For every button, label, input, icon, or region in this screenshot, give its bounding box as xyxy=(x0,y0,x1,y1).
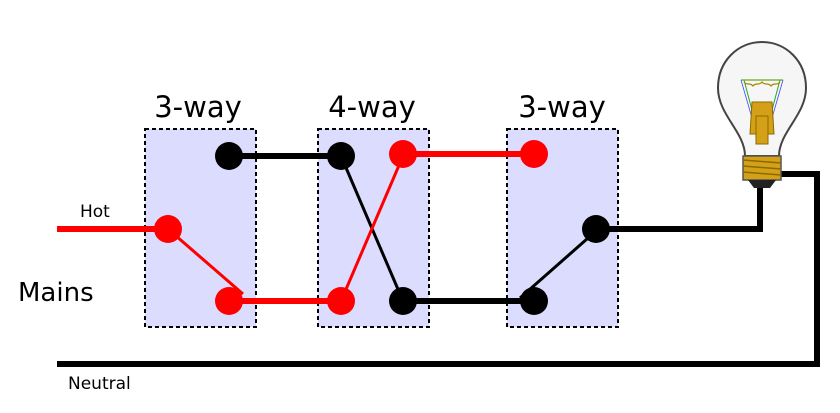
switch-left-lever xyxy=(167,227,244,296)
terminal-middle-bottom-left xyxy=(327,287,355,315)
switch-label-left: 3-way xyxy=(154,90,242,124)
lamp-feed-wire xyxy=(596,186,763,232)
hot-label: Hot xyxy=(80,202,110,222)
terminal-left-top xyxy=(215,142,243,170)
terminal-right-bottom xyxy=(520,287,548,315)
terminal-middle-bottom-right xyxy=(389,287,417,315)
neutral-label: Neutral xyxy=(68,374,131,394)
neutral-wire xyxy=(57,171,820,367)
terminal-left-bottom xyxy=(215,287,243,315)
light-bulb-icon xyxy=(716,40,808,188)
switch-label-middle: 4-way xyxy=(328,90,416,124)
switch-label-right: 3-way xyxy=(518,90,606,124)
switch-right-lever xyxy=(519,229,597,300)
terminal-left-common xyxy=(154,215,182,243)
terminal-middle-top-right xyxy=(389,140,417,168)
terminal-right-common xyxy=(582,215,610,243)
terminal-right-top xyxy=(520,140,548,168)
four-way-cross-red xyxy=(339,155,405,302)
mains-label: Mains xyxy=(18,278,94,308)
terminal-middle-top-left xyxy=(327,142,355,170)
